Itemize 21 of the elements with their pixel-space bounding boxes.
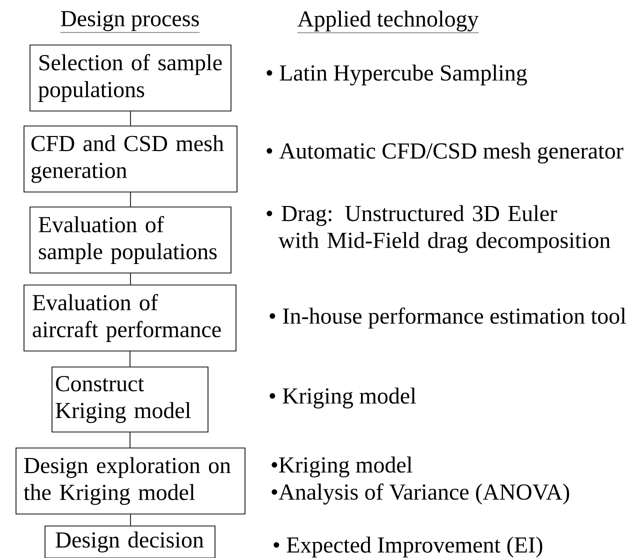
process-box: Construct Kriging model xyxy=(52,366,208,432)
process-box: Design exploration on the Kriging model xyxy=(16,448,246,514)
bullet-text: • In-house performance estimation tool xyxy=(270,307,626,328)
bullet-text: • Automatic CFD/CSD mesh generator xyxy=(266,142,624,164)
process-box: Evaluation of aircraft performance xyxy=(24,284,236,352)
process-box: Selection of sample populations xyxy=(30,44,232,112)
connector-line xyxy=(130,111,131,126)
bullet-text: • Latin Hypercube Sampling xyxy=(266,64,527,86)
bullet-text: •Analysis of Variance (ANOVA) xyxy=(272,483,570,505)
bullet-text: • Drag: Unstructured 3D Euler with Mid-Field drag decomposition xyxy=(266,205,610,253)
process-box: CFD and CSD mesh generation xyxy=(24,126,238,192)
connector-line xyxy=(130,514,131,526)
bullet-text: • Kriging model xyxy=(270,388,416,408)
connector-line xyxy=(130,273,131,285)
bullet-text: • Expected Improvement (EI) xyxy=(274,536,542,558)
process-box: Design decision xyxy=(44,526,216,558)
column-heading: Applied technology xyxy=(297,10,479,34)
connector-line xyxy=(130,192,131,207)
column-heading: Design process xyxy=(60,10,200,33)
bullet-text: •Kriging model xyxy=(272,456,412,478)
process-box: Evaluation of sample populations xyxy=(30,206,232,274)
